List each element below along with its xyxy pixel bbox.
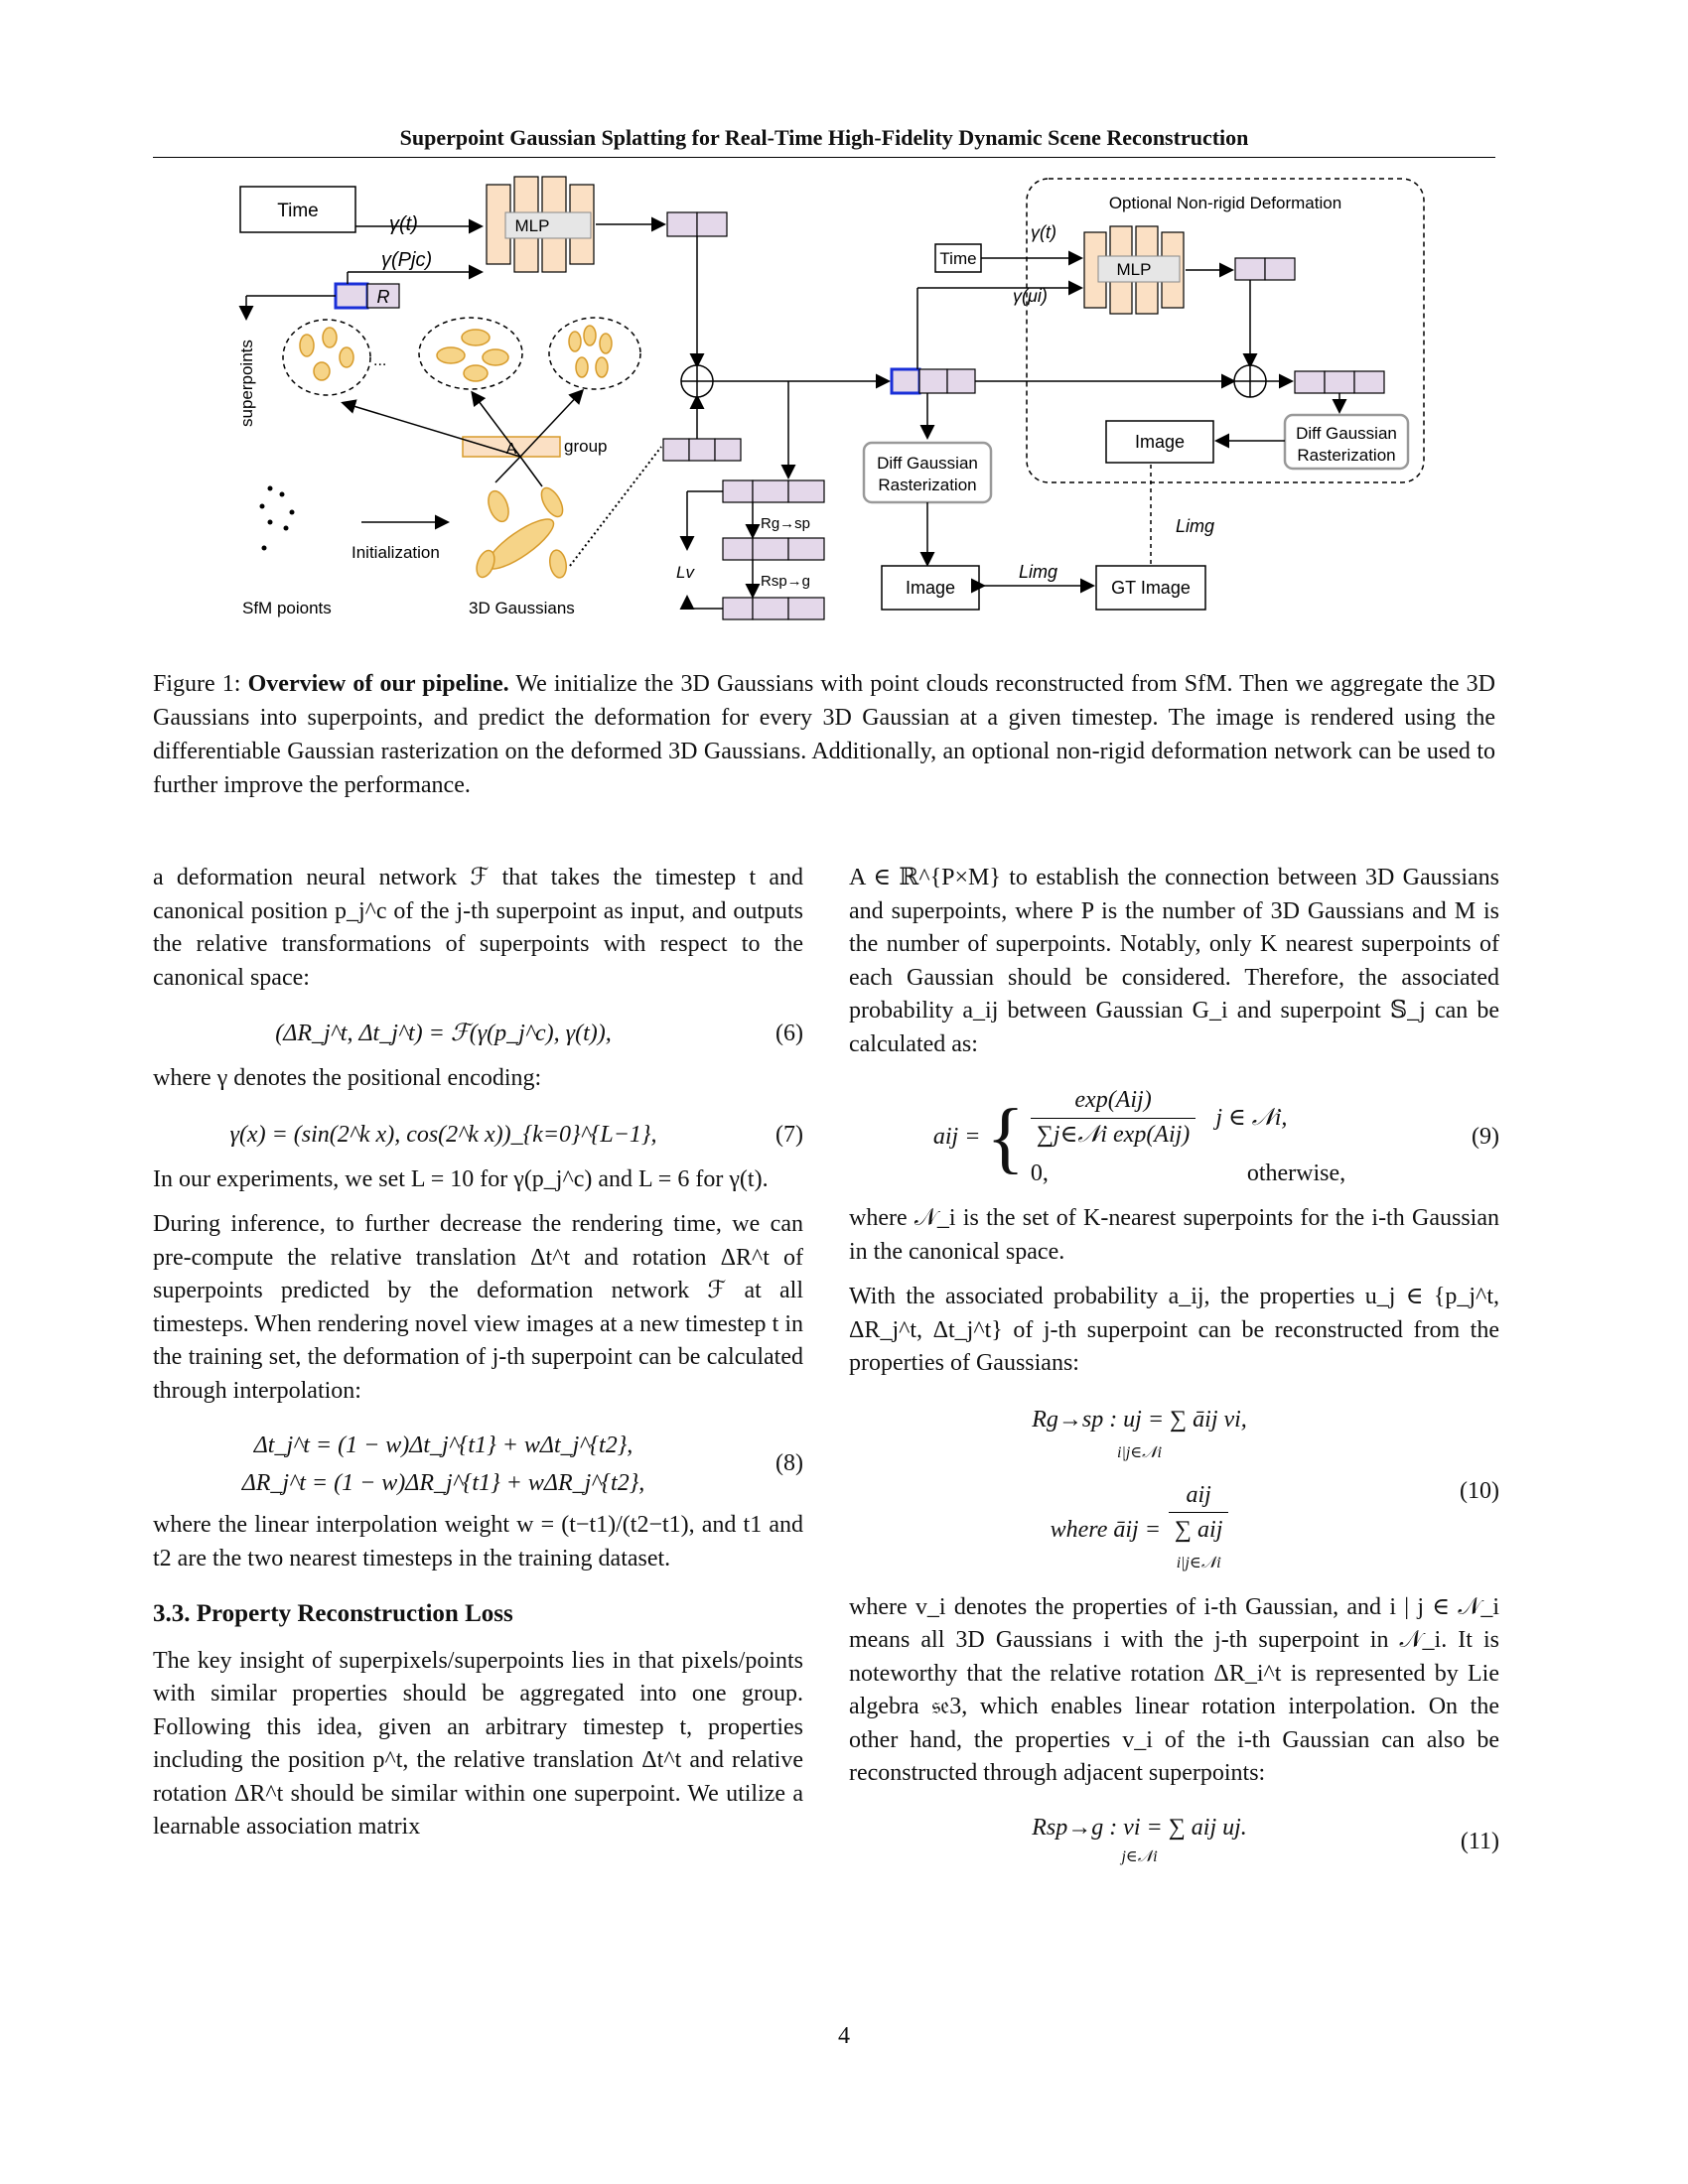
- gamma-t2-label: γ(t): [1031, 222, 1056, 242]
- equation-7-number: (7): [775, 1121, 803, 1148]
- equation-8-number: (8): [775, 1450, 803, 1477]
- eq9-condition-1: j ∈ 𝒩i,: [1215, 1104, 1288, 1131]
- time-label-2: Time: [939, 249, 976, 268]
- equation-10: Rg→sp : uj = ∑ āij vi, i|j∈𝒩i where āij …: [849, 1393, 1499, 1591]
- image-box: [881, 565, 980, 611]
- superpoint-cluster: [418, 317, 523, 390]
- diff-raster2-line1: Diff Gaussian: [1296, 424, 1397, 443]
- gaussians-label: 3D Gaussians: [469, 599, 575, 617]
- equation-7-body: γ(x) = (sin(2^k x), cos(2^k x))_{k=0}^{L…: [229, 1121, 657, 1148]
- r-sp-g-label: Rsp→g: [761, 573, 810, 590]
- right-paragraph-4: where v_i denotes the properties of i-th…: [849, 1593, 1499, 1787]
- equation-11-body: Rsp→g : vi = ∑ aij uj.: [1032, 1814, 1247, 1841]
- eq9-numerator: exp(Aij): [1030, 1084, 1196, 1119]
- superpoint-cluster: [282, 319, 371, 396]
- equation-11-sub: j∈𝒩i: [1121, 1847, 1158, 1865]
- header-rule: [153, 157, 1495, 158]
- time-box: [239, 186, 356, 233]
- eq10-line-a: Rg→sp : uj = ∑ āij vi,: [1032, 1407, 1247, 1433]
- image-label: Image: [906, 578, 955, 598]
- eq10-denominator-sub: i|j∈𝒩i: [1176, 1555, 1221, 1571]
- right-paragraph-3: With the associated probability a_ij, th…: [849, 1284, 1499, 1376]
- eq10-denominator: ∑ aij: [1174, 1517, 1223, 1543]
- left-column: a deformation neural network ℱ that take…: [153, 862, 803, 1856]
- image-label-2: Image: [1135, 432, 1185, 452]
- eq9-zero: 0,: [1030, 1160, 1049, 1187]
- equation-10-number: (10): [1460, 1477, 1499, 1504]
- equation-8: Δt_j^t = (1 − w)Δt_j^{t1} + wΔt_j^{t2}, …: [153, 1420, 803, 1509]
- l-img-label-2: Limg: [1176, 516, 1214, 536]
- eq10-numerator: aij: [1168, 1478, 1229, 1513]
- equation-6-number: (6): [775, 1021, 803, 1047]
- mlp-box: [504, 211, 592, 239]
- pipeline-figure: Time γ(t) γ(Pjc) MLP R superpoints ... A…: [237, 176, 1425, 620]
- gt-image-box: [1095, 565, 1206, 611]
- group-label: group: [564, 437, 607, 456]
- equation-8a: Δt_j^t = (1 − w)Δt_j^{t1} + wΔt_j^{t2},: [253, 1433, 633, 1458]
- eq10-where: where āij =: [1050, 1516, 1161, 1543]
- right-paragraph-2: where 𝒩_i is the set of K-nearest superp…: [849, 1205, 1499, 1265]
- gamma-mu-label: γ(μi): [1013, 286, 1048, 306]
- right-paragraph-1: A ∈ ℝ^{P×M} to establish the connection …: [849, 865, 1499, 1057]
- equation-7: γ(x) = (sin(2^k x), cos(2^k x))_{k=0}^{L…: [153, 1108, 803, 1163]
- sfm-label: SfM poionts: [242, 599, 332, 617]
- equation-6: (ΔR_j^t, Δt_j^t) = ℱ(γ(p_j^c), γ(t)), (6…: [153, 1007, 803, 1062]
- gt-image-label: GT Image: [1111, 578, 1191, 598]
- eq9-lhs: aij =: [932, 1124, 981, 1151]
- sfm-points: [259, 485, 295, 551]
- caption-bold: Overview of our pipeline.: [247, 671, 509, 697]
- diff-raster2-line2: Rasterization: [1297, 446, 1395, 465]
- eq9-denominator: ∑j∈𝒩i exp(Aij): [1036, 1121, 1191, 1148]
- r-g-sp-label: Rg→sp: [761, 515, 810, 532]
- diff-raster-line1: Diff Gaussian: [877, 454, 978, 473]
- left-paragraph-4: During inference, to further decrease th…: [153, 1211, 803, 1404]
- caption-text: We initialize the 3D Gaussians with poin…: [153, 671, 1495, 798]
- left-paragraph-6: The key insight of superpixels/superpoin…: [153, 1647, 803, 1841]
- equation-11: Rsp→g : vi = ∑ aij uj. j∈𝒩i (11): [849, 1803, 1499, 1882]
- superpoint-p-box: [334, 282, 369, 310]
- a-label: A: [506, 441, 517, 458]
- equation-8b: ΔR_j^t = (1 − w)ΔR_j^{t1} + wΔR_j^{t2},: [241, 1470, 645, 1496]
- mlp2-box: [1097, 255, 1181, 283]
- equation-6-body: (ΔR_j^t, Δt_j^t) = ℱ(γ(p_j^c), γ(t)),: [275, 1021, 612, 1047]
- image-box-2: [1105, 420, 1214, 464]
- running-header: Superpoint Gaussian Splatting for Real-T…: [399, 125, 1249, 150]
- optional-region: [1026, 178, 1425, 483]
- left-paragraph-3: In our experiments, we set L = 10 for γ(…: [153, 1165, 769, 1192]
- superpoint-cluster: [548, 317, 641, 390]
- gaussians-3d: [476, 486, 567, 579]
- eq9-condition-2: otherwise,: [1246, 1160, 1346, 1187]
- diff-raster-line2: Rasterization: [878, 476, 976, 494]
- left-paragraph-5: where the linear interpolation weight w …: [153, 1512, 803, 1571]
- eq10-line-a-sub: i|j∈𝒩i: [1117, 1444, 1162, 1461]
- r-label: R: [377, 287, 390, 307]
- optional-label: Optional Non-rigid Deformation: [1109, 194, 1341, 212]
- clusters-ellipsis: ...: [373, 352, 386, 369]
- diff-rasterization-box-2: [1283, 413, 1410, 471]
- mlp2-label: MLP: [1117, 260, 1152, 279]
- initialization-label: Initialization: [352, 543, 440, 562]
- property-boxes: [722, 479, 825, 620]
- mlp-label: MLP: [515, 216, 550, 235]
- equation-9: aij = { exp(Aij) ∑j∈𝒩i exp(Aij) j ∈ 𝒩i, …: [849, 1073, 1499, 1202]
- superpoint-r-box: [366, 283, 400, 309]
- association-matrix: [462, 436, 561, 458]
- time-box-2: [934, 243, 982, 273]
- equation-9-number: (9): [1472, 1124, 1499, 1151]
- caption-prefix: Figure 1:: [153, 671, 248, 697]
- l-v-label: Lv: [676, 563, 695, 582]
- right-column: A ∈ ℝ^{P×M} to establish the connection …: [849, 862, 1499, 1882]
- time-label: Time: [277, 201, 319, 221]
- gamma-p-label: γ(Pjc): [381, 249, 432, 271]
- gamma-t-label: γ(t): [389, 213, 418, 235]
- l-img-label: Limg: [1019, 562, 1057, 582]
- figure-caption: Figure 1: Overview of our pipeline. We i…: [153, 667, 1495, 802]
- left-paragraph-2: where γ denotes the positional encoding:: [153, 1065, 542, 1091]
- superpoints-label: superpoints: [237, 340, 256, 427]
- page-number: 4: [838, 2023, 850, 2049]
- section-heading: 3.3. Property Reconstruction Loss: [153, 1600, 513, 1627]
- left-paragraph-1: a deformation neural network ℱ that take…: [153, 865, 803, 991]
- equation-11-number: (11): [1460, 1828, 1499, 1854]
